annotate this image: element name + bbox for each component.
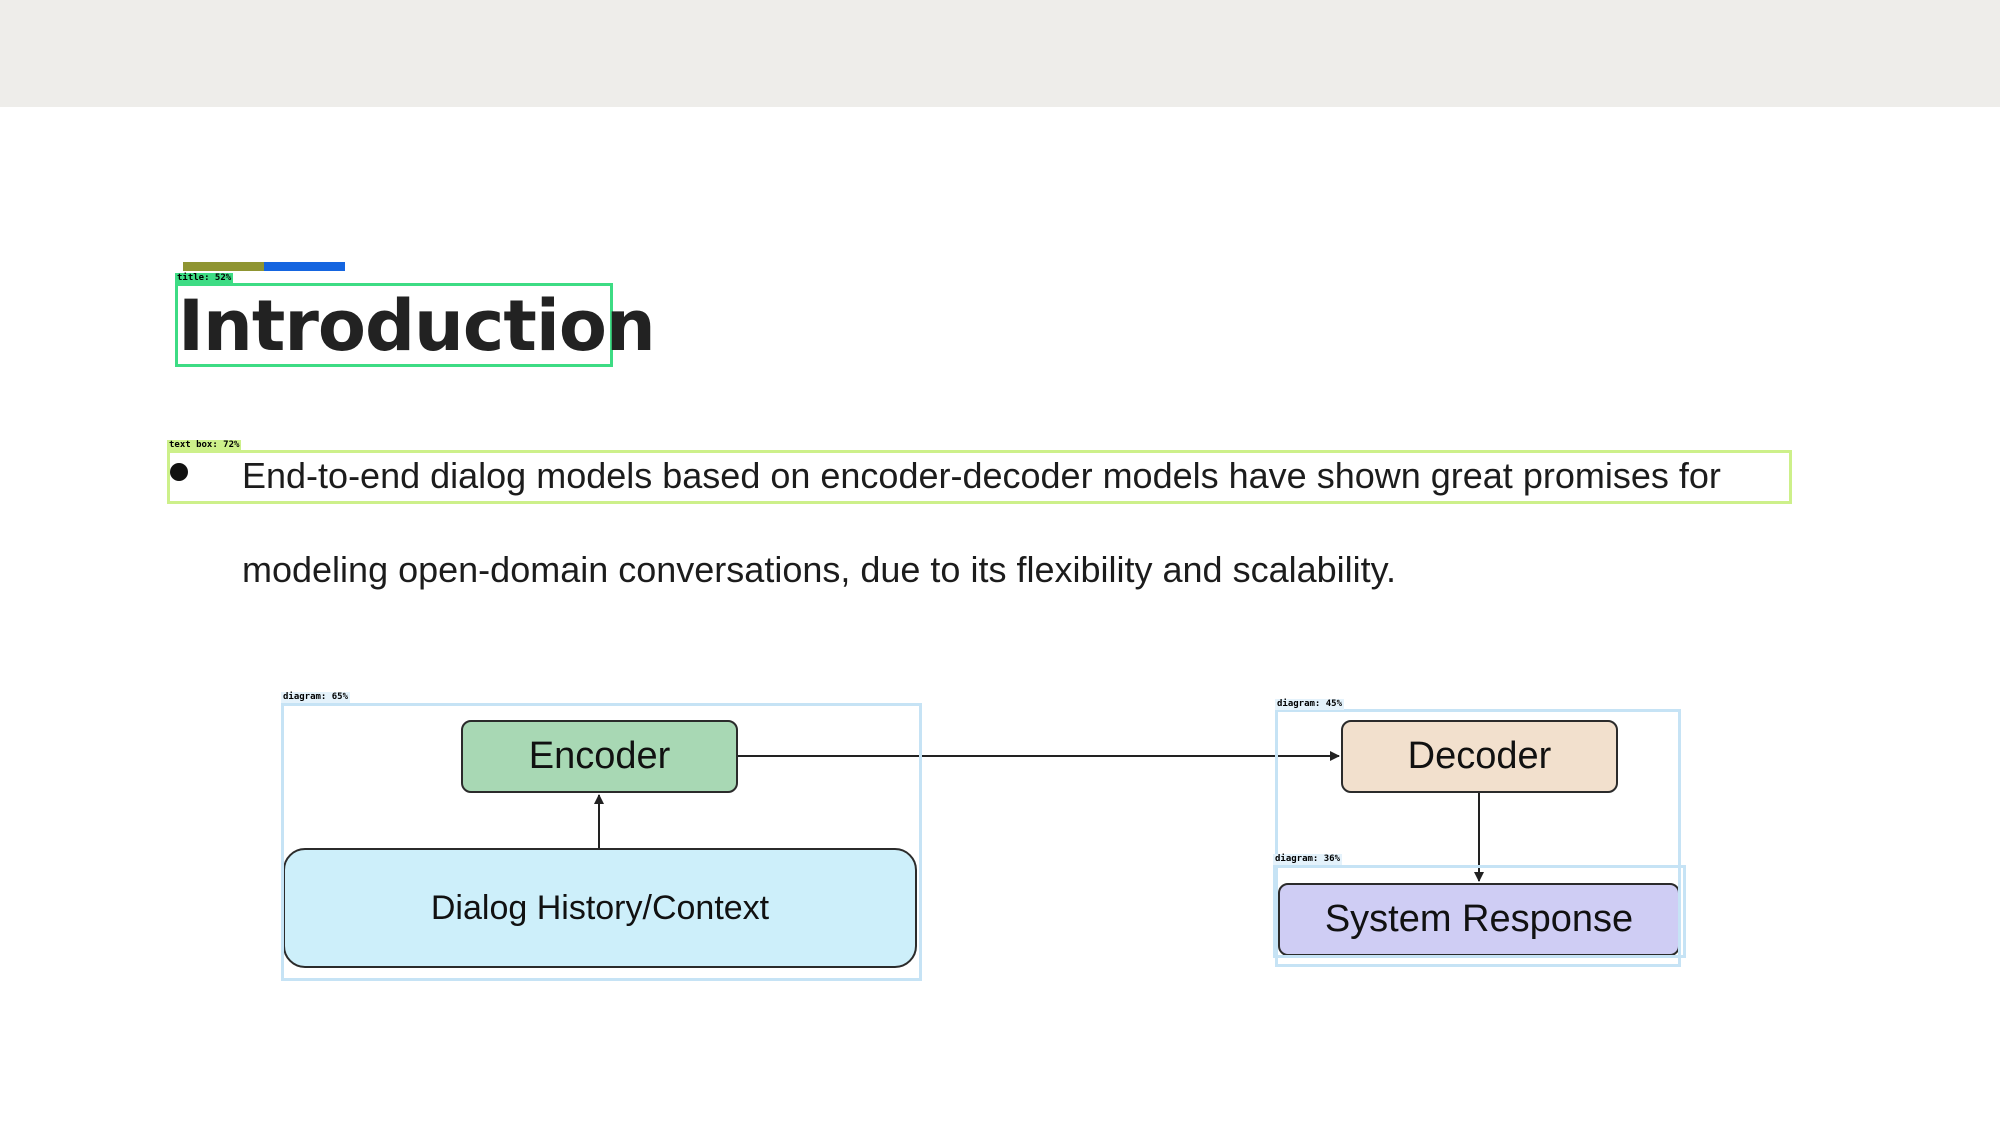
textbox-detection-box (167, 450, 1792, 504)
diagram-detection-label-1: diagram: 65% (281, 692, 351, 703)
dialog-history-node: Dialog History/Context (283, 848, 917, 968)
bullet-text-line-1: End-to-end dialog models based on encode… (242, 455, 1721, 496)
title-accent-bar-blue (264, 262, 345, 271)
diagram-detection-label-2: diagram: 45% (1275, 699, 1345, 710)
diagram-detection-box-1 (281, 703, 922, 981)
system-response-node: System Response (1278, 883, 1680, 956)
title-detection-label: title: 52% (175, 273, 234, 284)
title-accent-bar-olive (183, 262, 264, 271)
decoder-node: Decoder (1341, 720, 1618, 793)
bullet-point (170, 463, 188, 481)
diagram-detection-box-2 (1275, 709, 1681, 967)
title-detection-box (175, 283, 613, 367)
diagram-detection-label-3: diagram: 36% (1273, 854, 1343, 865)
diagram-detection-box-3 (1273, 865, 1686, 958)
top-toolbar-area (0, 0, 2000, 107)
encoder-node: Encoder (461, 720, 738, 793)
slide-title: Introduction (178, 285, 656, 367)
bullet-text-line-2: modeling open-domain conversations, due … (242, 549, 1396, 590)
textbox-detection-label: text box: 72% (167, 440, 242, 451)
